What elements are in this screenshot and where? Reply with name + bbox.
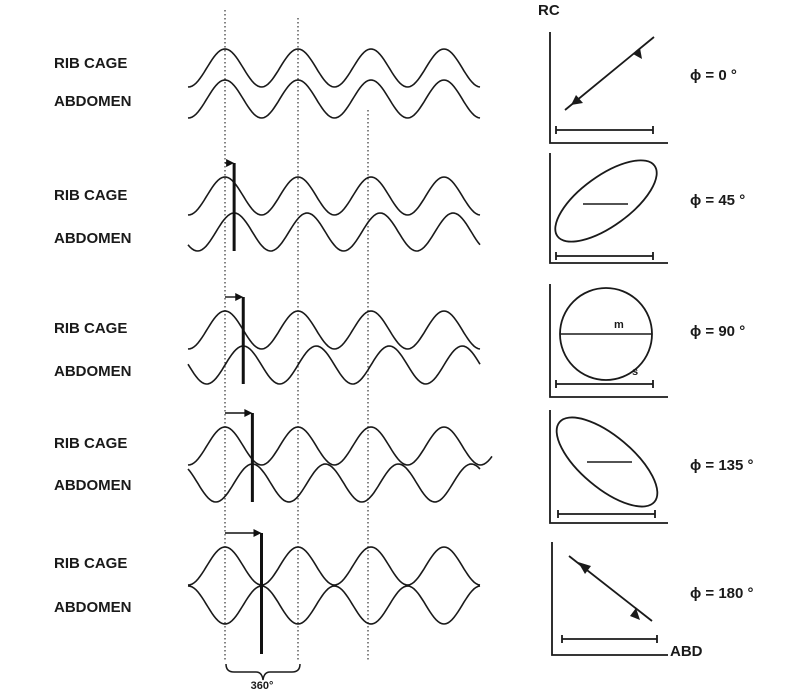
amplitude-bar-4 [561, 635, 658, 643]
rib-cage-label-3: RIB CAGE [54, 320, 127, 337]
period-brace [225, 663, 301, 681]
lissajous-panel-4 [551, 542, 668, 656]
abdomen-wave-0 [187, 79, 481, 119]
phase-shift-arrowhead-1 [226, 159, 235, 167]
amplitude-bar-3 [557, 510, 656, 518]
lissajous-panel-2: m s [549, 284, 668, 398]
abdomen-wave-4 [187, 585, 481, 625]
panel-axes-0 [549, 32, 668, 144]
phase-shift-markers [225, 159, 263, 654]
period-label: 360° [251, 680, 274, 689]
panel-axes-4 [551, 542, 668, 656]
amplitude-bar-1 [555, 252, 654, 260]
rib-cage-wave-2 [187, 310, 481, 350]
amplitude-bar-2 [555, 380, 654, 388]
rib-cage-label-1: RIB CAGE [54, 55, 127, 72]
arrow-head-up [571, 95, 583, 105]
m-label: m [614, 319, 624, 331]
lissajous-panel-1 [549, 153, 668, 264]
abd-axis-title: ABD [670, 643, 703, 660]
phase-label-135: ϕ = 135 ° [690, 457, 754, 474]
lissajous-panel-3 [549, 410, 668, 524]
s-label: s [632, 366, 638, 378]
arrow-head-down [633, 48, 642, 59]
abdomen-wave-1 [187, 212, 481, 252]
abdomen-label-3: ABDOMEN [54, 363, 132, 380]
waveforms [187, 48, 493, 625]
phase-label-0: ϕ = 0 ° [690, 67, 737, 84]
phase-shift-arrowhead-3 [244, 409, 253, 417]
panel-axes-3 [549, 410, 668, 524]
phase-shift-arrowhead-2 [235, 293, 244, 301]
abdomen-label-1: ABDOMEN [54, 93, 132, 110]
rib-cage-wave-1 [187, 176, 481, 216]
phase-shift-arrowhead-4 [253, 529, 262, 537]
phase-label-45: ϕ = 45 ° [690, 192, 745, 209]
rib-cage-label-5: RIB CAGE [54, 555, 127, 572]
rib-cage-label-2: RIB CAGE [54, 187, 127, 204]
rib-cage-label-4: RIB CAGE [54, 435, 127, 452]
panel-axes-2 [549, 284, 668, 398]
panel-axes-1 [549, 153, 668, 264]
abdomen-label-4: ABDOMEN [54, 477, 132, 494]
abdomen-label-2: ABDOMEN [54, 230, 132, 247]
rc-axis-title: RC [538, 2, 560, 19]
amplitude-bar-0 [555, 126, 654, 134]
phase-label-90: ϕ = 90 ° [690, 323, 745, 340]
rib-cage-wave-3 [187, 426, 493, 466]
abdomen-label-5: ABDOMEN [54, 599, 132, 616]
rib-cage-wave-4 [187, 546, 481, 586]
lissajous-panel-0 [549, 32, 668, 144]
arrow-head-up [630, 608, 640, 620]
abdomen-wave-2 [187, 345, 481, 385]
abdomen-wave-3 [187, 463, 481, 503]
rib-cage-wave-0 [187, 48, 481, 88]
loop-ellipse-1 [554, 159, 658, 243]
phase-label-180: ϕ = 180 ° [690, 585, 754, 602]
loop-ellipse-3 [555, 416, 659, 508]
arrow-head-down [578, 562, 591, 574]
